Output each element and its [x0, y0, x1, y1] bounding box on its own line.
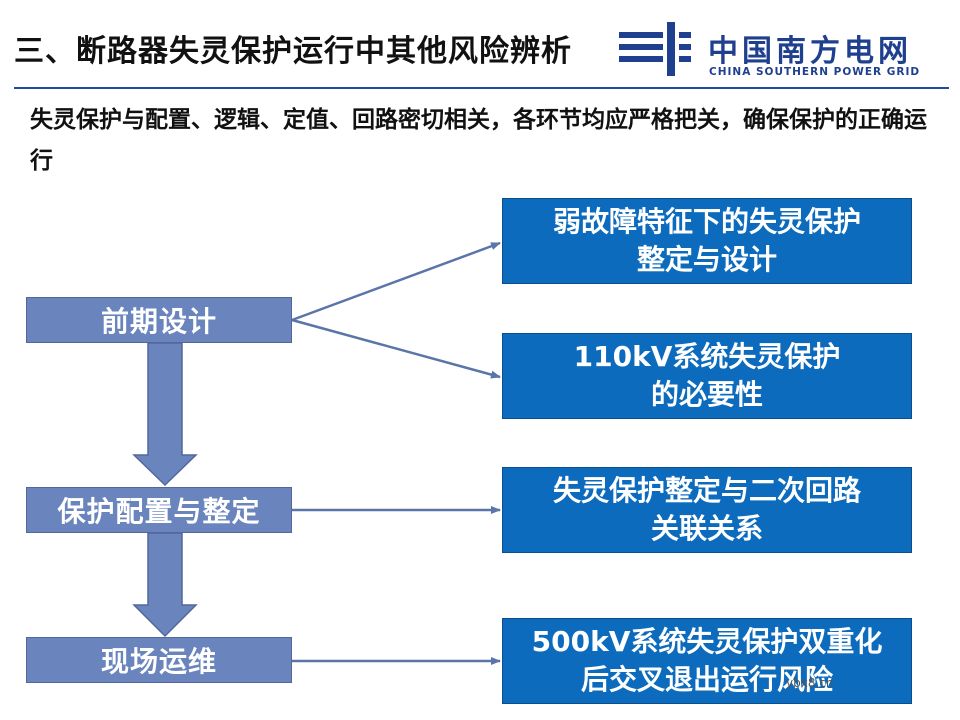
flow-arrow-down-1 [132, 342, 198, 487]
risk-box-1: 弱故障特征下的失灵保护 整定与设计 [502, 198, 912, 284]
risk-box-3-line1: 失灵保护整定与二次回路 [552, 474, 861, 507]
connector-design-to-risk-2 [291, 318, 501, 379]
risk-box-4-line2: 后交叉退出运行风险 [580, 663, 833, 696]
csg-emblem-icon [619, 22, 691, 76]
csg-logo: 中国南方电网 CHINA SOUTHERN POWER GRID [615, 18, 950, 80]
watermark: ybx8.cn [786, 676, 834, 690]
risk-box-2: 110kV系统失灵保护 的必要性 [502, 333, 912, 419]
stage-box-config: 保护配置与整定 [26, 487, 292, 533]
flow-arrow-down-2 [132, 532, 198, 638]
slide-title: 三、断路器失灵保护运行中其他风险辨析 [14, 34, 572, 69]
slide-header: 三、断路器失灵保护运行中其他风险辨析 中国南方电网 CHINA SOUTHERN… [0, 0, 960, 88]
risk-box-4: 500kV系统失灵保护双重化 后交叉退出运行风险 [502, 618, 912, 704]
risk-box-1-line2: 整定与设计 [636, 243, 777, 276]
risk-box-4-line1: 500kV系统失灵保护双重化 [531, 625, 883, 658]
slide-summary: 失灵保护与配置、逻辑、定值、回路密切相关，各环节均应严格把关，确保保护的正确运行 [30, 107, 927, 174]
risk-box-2-line1: 110kV系统失灵保护 [573, 340, 841, 373]
risk-box-3: 失灵保护整定与二次回路 关联关系 [502, 467, 912, 553]
logo-chinese-name: 中国南方电网 [708, 34, 912, 69]
stage-box-ops: 现场运维 [26, 637, 292, 683]
risk-box-3-line2: 关联关系 [650, 512, 763, 545]
connector-design-to-risk-1 [291, 241, 501, 322]
risk-box-2-line2: 的必要性 [650, 378, 763, 411]
risk-box-1-line1: 弱故障特征下的失灵保护 [552, 205, 861, 238]
header-divider [14, 87, 949, 89]
logo-english-name: CHINA SOUTHERN POWER GRID [709, 66, 921, 78]
stage-box-design: 前期设计 [26, 297, 292, 343]
